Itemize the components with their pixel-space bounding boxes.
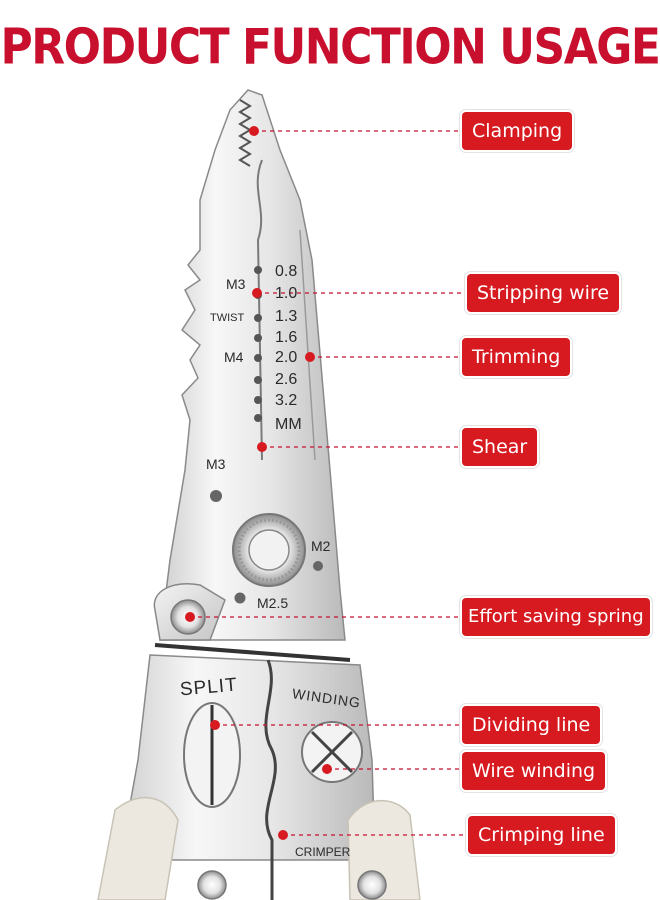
marking-m3-top: M3 xyxy=(226,276,246,292)
gauge-label-2-6: 2.6 xyxy=(275,371,298,388)
callout-dividing-line: Dividing line xyxy=(462,706,601,744)
callout-clamping: Clamping xyxy=(462,112,573,150)
hole-m3 xyxy=(210,490,222,502)
upper-jaw xyxy=(159,89,346,641)
left-handle xyxy=(97,796,179,900)
gauge-label-1-3: 1.3 xyxy=(275,308,298,325)
gauge-label-1-0: 1.0 xyxy=(275,285,298,302)
gauge-label-mm: MM xyxy=(275,416,302,433)
marker-dots xyxy=(185,126,332,840)
callout-effort-saving-spring: Effort saving spring xyxy=(462,598,650,636)
marking-m4: M4 xyxy=(224,349,244,365)
jaw-teeth xyxy=(238,99,252,167)
callout-crimping-line: Crimping line xyxy=(468,816,615,854)
marking-m2: M2 xyxy=(311,538,331,554)
center-split xyxy=(264,659,277,900)
callout-wire-winding: Wire winding xyxy=(462,752,606,790)
gauge-label-2-0: 2.0 xyxy=(275,349,298,366)
hole-m25 xyxy=(234,592,246,604)
marking-twist: TWIST xyxy=(210,312,245,324)
callout-shear: Shear xyxy=(462,428,538,466)
gauge-label-3-2: 3.2 xyxy=(275,392,298,409)
gauge-label-1-6: 1.6 xyxy=(275,329,298,346)
leader-lines xyxy=(190,130,466,836)
marking-m3: M3 xyxy=(206,456,226,472)
page-title: PRODUCT FUNCTION USAGE xyxy=(0,18,660,77)
gauge-label-0-8: 0.8 xyxy=(275,263,298,280)
callout-trimming: Trimming xyxy=(462,338,571,376)
callout-stripping-wire: Stripping wire xyxy=(467,274,620,312)
marking-crimper: CRIMPER xyxy=(295,845,351,859)
marking-m2-5: M2.5 xyxy=(257,595,289,611)
hole-m2 xyxy=(313,561,323,571)
